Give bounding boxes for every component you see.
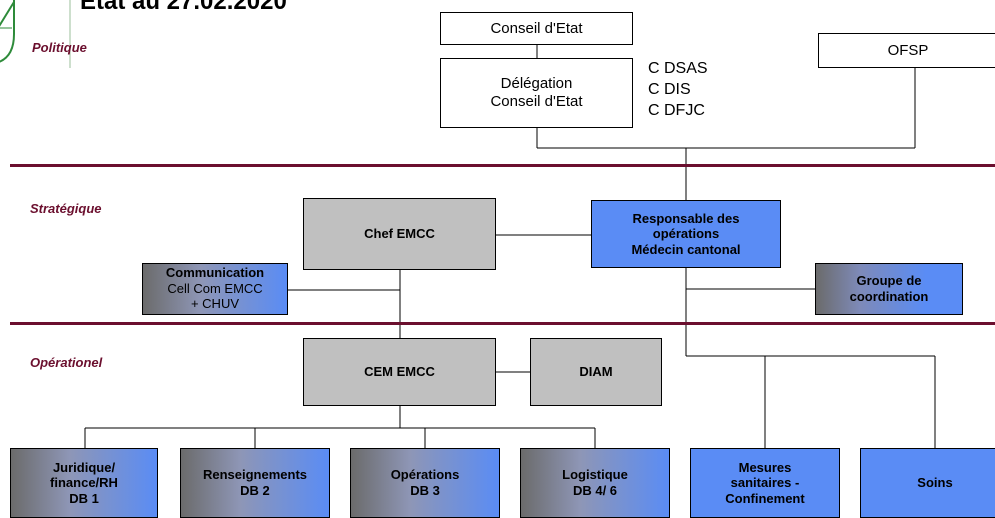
box-unit-soins: Soins [860,448,995,518]
box-groupe-label: Groupe de coordination [849,273,929,304]
unit-label: Renseignements DB 2 [202,467,308,498]
box-delegation-label: Délégation Conseil d'Etat [490,75,583,110]
box-responsable-operations: Responsable des opérations Médecin canto… [591,200,781,268]
box-ofsp-label: OFSP [887,41,929,59]
box-communication-subtitle: Cell Com EMCC + CHUV [167,280,263,312]
box-communication: Communication Cell Com EMCC + CHUV [142,263,288,315]
level-label-politique: Politique [32,40,87,55]
page-title: Etat au 27.02.2020 [80,0,287,15]
unit-label: Mesures sanitaires - Confinement [725,459,805,506]
unit-label: Logistique DB 4/ 6 [562,467,628,498]
box-delegation: Délégation Conseil d'Etat [440,58,633,128]
box-unit-logistique: Logistique DB 4/ 6 [520,448,670,518]
canton-logo [0,0,15,63]
department-item: C DFJC [648,102,705,119]
level-label-operationel: Opérationel [30,355,103,370]
box-unit-juridique: Juridique/ finance/RH DB 1 [10,448,158,518]
department-list: C DSAS C DIS C DFJC [648,58,708,121]
box-cem-emcc: CEM EMCC [303,338,496,406]
box-chef-emcc-label: Chef EMCC [364,226,435,242]
box-unit-mesures-sanitaires: Mesures sanitaires - Confinement [690,448,840,518]
box-cem-label: CEM EMCC [364,364,435,380]
separator-strategique-operationel [10,322,995,325]
unit-label: Juridique/ finance/RH DB 1 [50,459,118,506]
box-chef-emcc: Chef EMCC [303,198,496,270]
box-diam: DIAM [530,338,662,406]
unit-label: Opérations DB 3 [390,467,460,498]
department-item: C DIS [648,81,691,98]
box-ofsp: OFSP [818,33,995,68]
box-responsable-label: Responsable des opérations Médecin canto… [631,210,741,257]
box-unit-renseignements: Renseignements DB 2 [180,448,330,518]
level-label-strategique: Stratégique [30,201,102,216]
box-conseil-etat-label: Conseil d'Etat [490,19,583,37]
box-conseil-etat: Conseil d'Etat [440,12,633,45]
separator-politique-strategique [10,164,995,167]
box-communication-title: Communication [165,265,265,280]
box-groupe-coordination: Groupe de coordination [815,263,963,315]
unit-label: Soins [917,475,953,491]
box-unit-operations: Opérations DB 3 [350,448,500,518]
box-diam-label: DIAM [579,364,613,380]
department-item: C DSAS [648,60,708,77]
